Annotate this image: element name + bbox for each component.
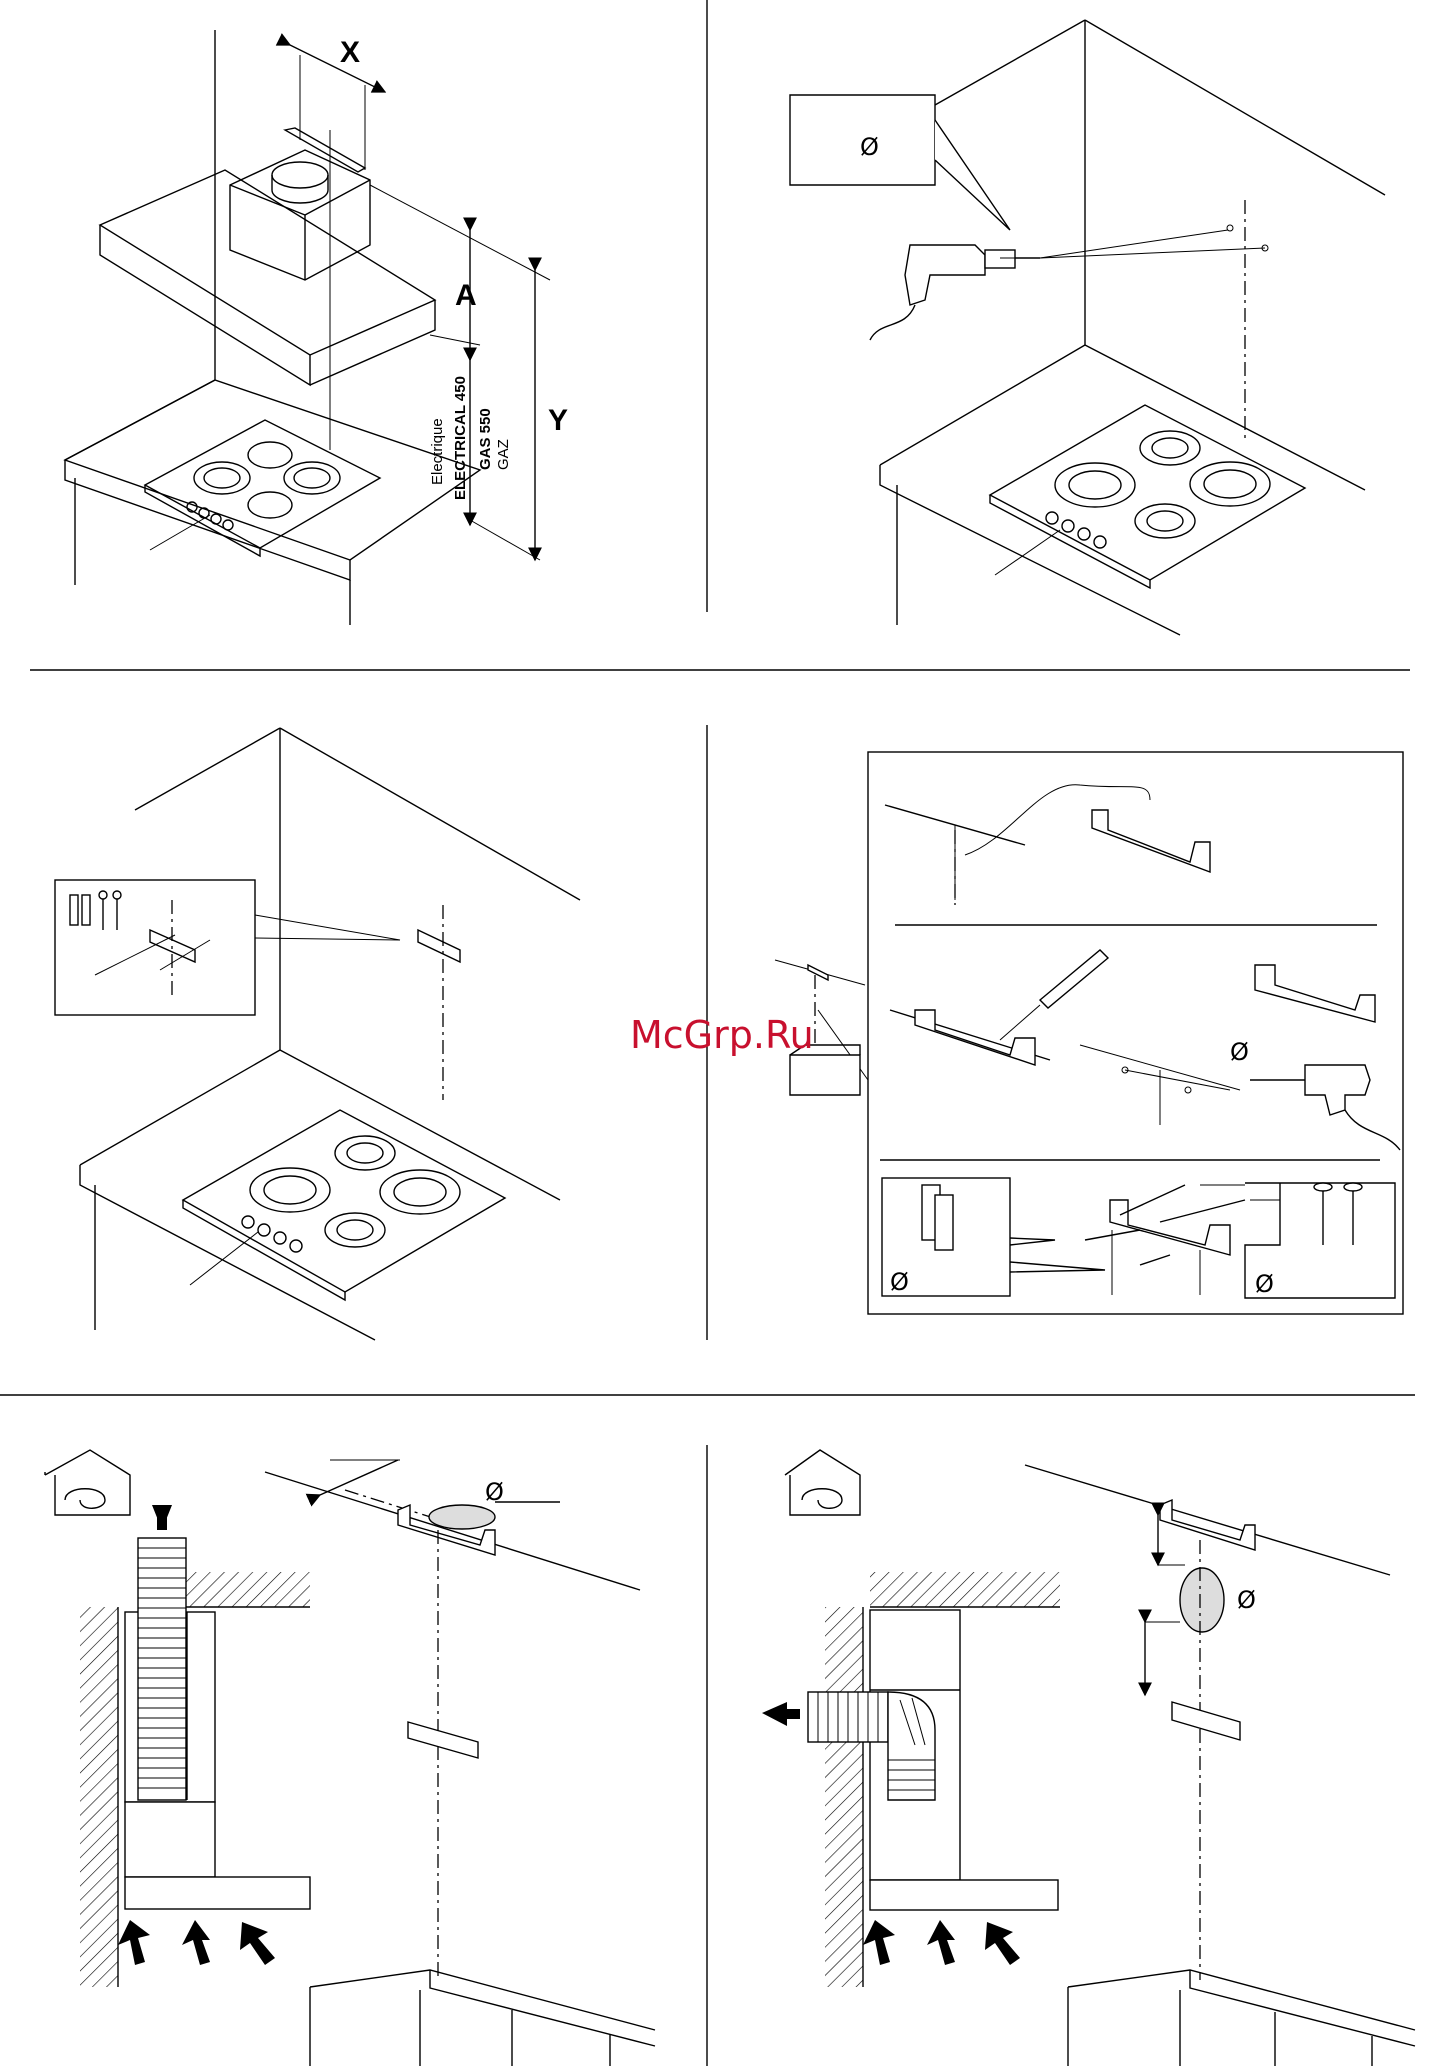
panel-hood-dimensions: X A Y Electrique ELECTRICAL 450 GAS 550 … [65,30,568,625]
diameter-symbol-6: Ø [1237,1586,1256,1614]
flexible-duct [138,1538,186,1800]
panel-bracket-fixing [55,728,580,1340]
label-gaz: GAZ [495,439,512,470]
diameter-symbol-4: Ø [1255,1270,1274,1298]
label-electrique: Electrique [429,418,446,485]
panel-recirculating: Ø [762,1450,1415,2066]
label-x: X [340,36,360,69]
label-electrical: ELECTRICAL 450 [452,376,469,500]
watermark: McGrp.Ru [630,1013,814,1057]
diameter-symbol-5: Ø [485,1478,504,1506]
label-gas: GAS 550 [477,408,494,470]
label-a: A [455,279,477,312]
wall-plug-icon [922,1185,953,1250]
label-y: Y [548,404,568,437]
panel-bracket-detail: Ø Ø Ø [775,752,1403,1314]
house-recirculation-icon [785,1450,860,1515]
drill-icon [870,245,1040,340]
panel-ducted-exhaust: Ø [45,1450,655,2066]
diameter-symbol: Ø [860,133,879,161]
diameter-symbol-3: Ø [890,1268,909,1296]
house-exhaust-icon [45,1450,130,1515]
diameter-symbol-2: Ø [1230,1038,1249,1066]
panel-drilling: Ø [790,20,1385,635]
